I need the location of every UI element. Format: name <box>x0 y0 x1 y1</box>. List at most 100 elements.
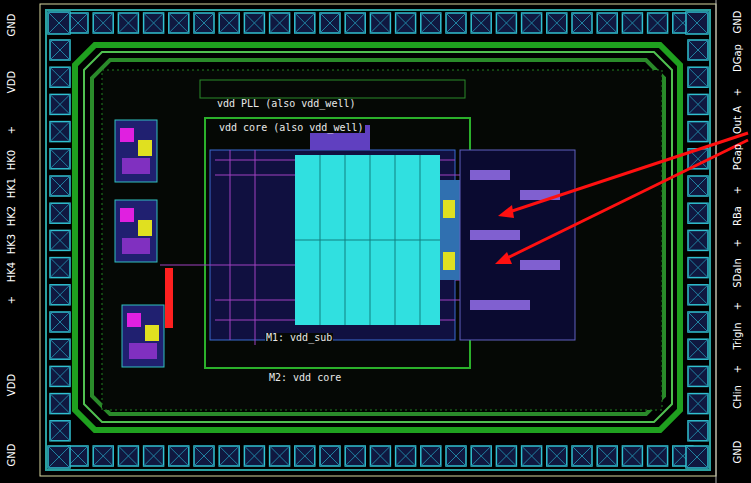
pad-cross <box>688 394 708 414</box>
net-note: vdd PLL (also vdd_well) <box>216 99 356 109</box>
pad-cross <box>270 446 290 466</box>
net-note: vdd core (also vdd_well) <box>218 123 365 133</box>
pad-cross <box>421 446 441 466</box>
bond-pad <box>688 122 708 142</box>
pad-cross <box>396 13 416 33</box>
bond-pad <box>421 13 441 33</box>
bond-pad <box>496 13 516 33</box>
pad-cross <box>48 446 70 468</box>
pad-cross <box>688 94 708 114</box>
bond-pad <box>688 67 708 87</box>
pin-name: HK3 <box>7 234 17 254</box>
pad-cross <box>270 13 290 33</box>
sense-amp <box>443 200 455 218</box>
pad-cross <box>68 446 88 466</box>
pin-name: GND <box>7 14 17 37</box>
bond-pad <box>648 446 668 466</box>
bond-pad <box>93 13 113 33</box>
bond-pad <box>50 122 70 142</box>
bond-pad <box>688 339 708 359</box>
array-lines <box>295 155 440 325</box>
pad-cross <box>688 122 708 142</box>
bond-pad <box>688 258 708 278</box>
pad-cross <box>446 446 466 466</box>
pad-cross <box>345 13 365 33</box>
pad-cross <box>547 446 567 466</box>
pin-name: + <box>7 126 17 134</box>
net-note: M2: vdd core <box>268 373 342 383</box>
memory-array <box>295 155 440 325</box>
pad-cross <box>320 446 340 466</box>
bond-pad <box>50 94 70 114</box>
pll-supply-rail <box>200 80 465 98</box>
bond-pad <box>169 13 189 33</box>
bond-pad <box>597 13 617 33</box>
power-ring <box>75 45 680 430</box>
bond-pad <box>219 446 239 466</box>
pad-cross <box>244 13 264 33</box>
pin-name: SDaIn <box>733 258 743 287</box>
bond-pad <box>572 446 592 466</box>
bond-pad <box>446 446 466 466</box>
pin-name: + <box>733 239 743 247</box>
pad-cross <box>219 446 239 466</box>
pad-cross <box>50 203 70 223</box>
bond-pad <box>68 13 88 33</box>
bond-pad <box>688 203 708 223</box>
bond-pad <box>597 446 617 466</box>
bond-pad <box>50 40 70 60</box>
pad-cross <box>50 258 70 278</box>
bond-pad <box>50 230 70 250</box>
pad-cross <box>93 13 113 33</box>
bond-pad <box>320 446 340 466</box>
bond-pad <box>648 13 668 33</box>
pad-cross <box>194 446 214 466</box>
bond-pad <box>688 421 708 441</box>
sense-amp <box>443 252 455 270</box>
pad-cross <box>688 230 708 250</box>
bond-pad <box>370 446 390 466</box>
bond-pad <box>688 176 708 196</box>
bond-pad <box>169 446 189 466</box>
bond-pad <box>622 446 642 466</box>
bond-pad <box>144 13 164 33</box>
bond-pad <box>68 446 88 466</box>
pad-cross <box>370 446 390 466</box>
pad-cross <box>345 446 365 466</box>
pad-cross <box>648 446 668 466</box>
pad-cross <box>688 421 708 441</box>
bond-pad <box>688 366 708 386</box>
pad-cross <box>396 446 416 466</box>
pin-name: RBa <box>733 206 743 226</box>
pad-cross <box>496 13 516 33</box>
bond-pad <box>396 446 416 466</box>
pad-cross <box>68 13 88 33</box>
pin-name: VDD <box>7 374 17 396</box>
pad-cross <box>648 13 668 33</box>
pad-cross <box>50 122 70 142</box>
net-note: M1: vdd_sub <box>265 333 333 343</box>
pin-name: + <box>733 365 743 373</box>
pin-name: + <box>7 296 17 304</box>
bond-pad <box>50 339 70 359</box>
bond-pad <box>50 285 70 305</box>
pad-cross <box>688 40 708 60</box>
pin-name: + <box>733 302 743 310</box>
bond-pad <box>295 13 315 33</box>
pad-cross <box>118 13 138 33</box>
pin-name: HK1 <box>7 178 17 198</box>
pin-name: PGap <box>733 144 743 170</box>
pad-cross <box>522 446 542 466</box>
bond-pad <box>345 13 365 33</box>
pad-cross <box>320 13 340 33</box>
bond-pad <box>688 230 708 250</box>
bond-pad <box>118 446 138 466</box>
pad-cross <box>295 446 315 466</box>
bond-pad <box>50 149 70 169</box>
bond-pad <box>572 13 592 33</box>
callout-arrows <box>495 133 748 264</box>
bond-pad <box>194 446 214 466</box>
